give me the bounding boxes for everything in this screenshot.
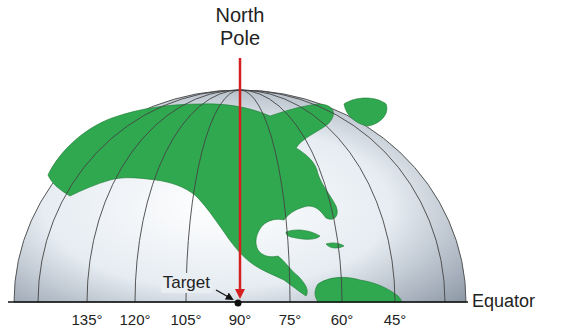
hispaniola (326, 243, 344, 248)
longitude-label: 135° (71, 311, 102, 328)
target-label: Target (161, 273, 212, 293)
south-america (315, 277, 401, 302)
longitude-label: 120° (119, 311, 150, 328)
pole-arrow (239, 58, 242, 294)
equator-label: Equator (472, 291, 535, 312)
longitude-label: 60° (331, 311, 354, 328)
greenland (344, 98, 387, 126)
longitude-label: 90° (229, 311, 252, 328)
longitude-label: 75° (279, 311, 302, 328)
cuba (286, 230, 320, 239)
meridians (38, 90, 445, 302)
target-dot (235, 300, 242, 307)
longitude-label: 45° (384, 311, 407, 328)
longitude-label: 105° (170, 311, 201, 328)
continents (48, 98, 401, 302)
leader-line (216, 290, 232, 299)
pole-label: North Pole (205, 4, 275, 50)
